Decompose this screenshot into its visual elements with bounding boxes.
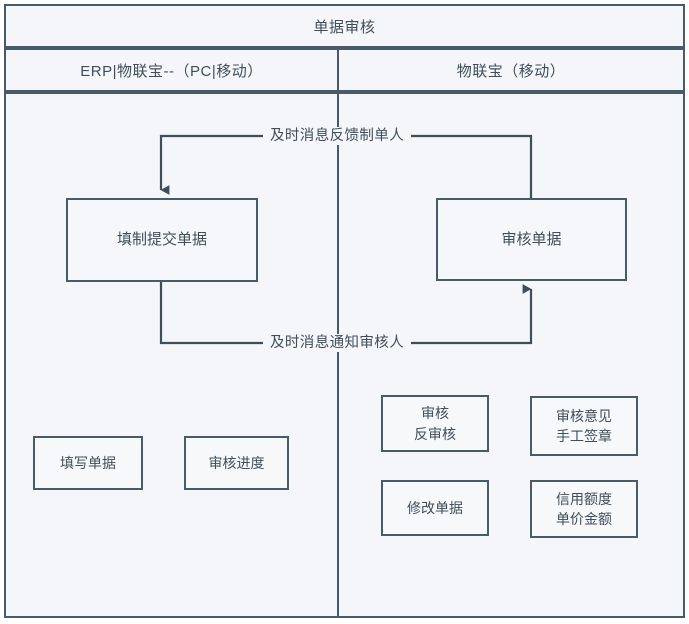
lane-body-row [4, 92, 685, 618]
lane-body-erp [4, 92, 339, 618]
node-modify-doc[interactable]: 修改单据 [381, 480, 489, 536]
node-credit-amount[interactable]: 信用额度 单价金额 [530, 480, 638, 538]
node-fill-submit[interactable]: 填制提交单据 [66, 198, 258, 282]
lane-header-row: ERP|物联宝--（PC|移动） 物联宝（移动） [4, 48, 685, 92]
diagram-title: 单据审核 [4, 4, 685, 48]
edge-label-notify: 及时消息通知审核人 [263, 334, 412, 352]
node-audit-progress[interactable]: 审核进度 [184, 436, 289, 490]
node-audit-doc[interactable]: 审核单据 [436, 198, 627, 281]
node-audit-unaudit[interactable]: 审核 反审核 [381, 395, 489, 452]
node-fill-doc[interactable]: 填写单据 [33, 436, 143, 490]
node-audit-opinion[interactable]: 审核意见 手工签章 [530, 396, 638, 456]
lane-header-wlb: 物联宝（移动） [337, 48, 685, 92]
lane-body-wlb [337, 92, 685, 618]
edge-label-feedback: 及时消息反馈制单人 [263, 127, 412, 145]
lane-header-erp: ERP|物联宝--（PC|移动） [4, 48, 339, 92]
